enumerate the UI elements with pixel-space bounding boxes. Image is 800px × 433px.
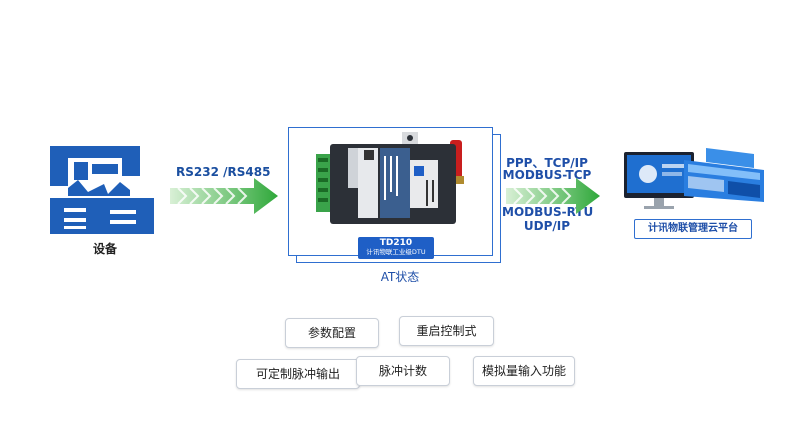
protocol-bottom-2: UDP/IP	[523, 219, 571, 233]
dtu-device-image	[316, 132, 464, 224]
protocol-top-1: PPP、TCP/IP	[506, 156, 588, 170]
protocol-top-2: MODBUS-TCP	[502, 168, 592, 182]
device-model-tag: TD210 计讯物联工业级DTU	[358, 237, 434, 259]
cloud-platform-label: 计讯物联管理云平台	[634, 219, 752, 239]
equipment-label: 设备	[92, 242, 117, 256]
device-model-desc: 计讯物联工业级DTU	[366, 248, 426, 256]
feature-pill-param-config: 参数配置	[285, 318, 379, 348]
equipment-icon	[50, 146, 154, 234]
left-flow-arrow	[170, 178, 278, 214]
right-flow-arrow	[506, 178, 600, 214]
protocol-bottom-1: MODBUS-RTU	[502, 205, 594, 219]
at-status-label: AT状态	[380, 270, 420, 284]
cloud-platform-screens	[624, 148, 764, 209]
device-model-name: TD210	[379, 238, 413, 248]
rs-interface-label: RS232 /RS485	[176, 165, 271, 179]
feature-pill-pulse-output: 可定制脉冲输出	[236, 359, 360, 389]
feature-pill-restart-control: 重启控制式	[399, 316, 494, 346]
feature-pill-analog-input: 模拟量输入功能	[473, 356, 575, 386]
feature-pill-pulse-count: 脉冲计数	[356, 356, 450, 386]
